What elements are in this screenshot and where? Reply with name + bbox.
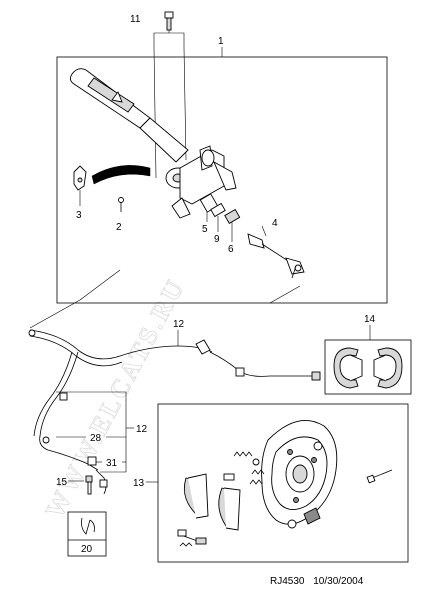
clip-part-3	[73, 165, 87, 191]
callout-1: 1	[218, 36, 224, 47]
callout-11: 11	[130, 14, 141, 25]
part-20-box	[67, 511, 107, 557]
lever-bracket	[171, 145, 237, 219]
equalizer-part-4	[247, 233, 305, 279]
parking-brake-cable-12	[28, 329, 321, 495]
callout-6: 6	[228, 244, 234, 255]
nut-part-9	[210, 202, 226, 218]
callout-2: 2	[116, 222, 122, 233]
callout-12-cable: 12	[173, 319, 185, 330]
diagram-code: RJ4530	[270, 576, 305, 587]
callout-14: 14	[364, 314, 376, 325]
clip-part-31	[87, 456, 97, 466]
adjuster-part-6	[224, 208, 241, 224]
callout-13: 13	[133, 478, 145, 489]
callout-9: 9	[214, 234, 220, 245]
brake-shoe-kit-frame-14	[324, 339, 412, 395]
callout-20: 20	[81, 544, 93, 555]
diagram-reference: RJ4530 10/30/2004	[270, 576, 420, 587]
bolt-part-15	[85, 475, 93, 495]
bolt-part-11	[164, 11, 174, 31]
callout-3: 3	[76, 210, 82, 221]
brake-shoes-13	[183, 473, 241, 531]
pointer-arrow	[91, 165, 151, 185]
drum-brake-assembly-frame-13	[157, 403, 409, 563]
backing-plate	[261, 419, 338, 525]
adjuster-springs	[223, 451, 265, 485]
screw-part-2	[118, 197, 124, 212]
brake-shoe-pair-14	[333, 347, 403, 389]
callout-28: 28	[90, 433, 102, 444]
callout-12-bracket: 12	[136, 424, 148, 435]
diagram-date: 10/30/2004	[313, 576, 364, 587]
anchor-bolt	[366, 469, 393, 484]
adjuster-strut	[177, 529, 207, 547]
callout-5: 5	[202, 224, 208, 235]
handbrake-lever	[69, 68, 191, 189]
callout-4: 4	[272, 218, 278, 229]
callout-31: 31	[106, 458, 118, 469]
bleeder-parts	[287, 507, 321, 529]
callout-15: 15	[56, 477, 68, 488]
